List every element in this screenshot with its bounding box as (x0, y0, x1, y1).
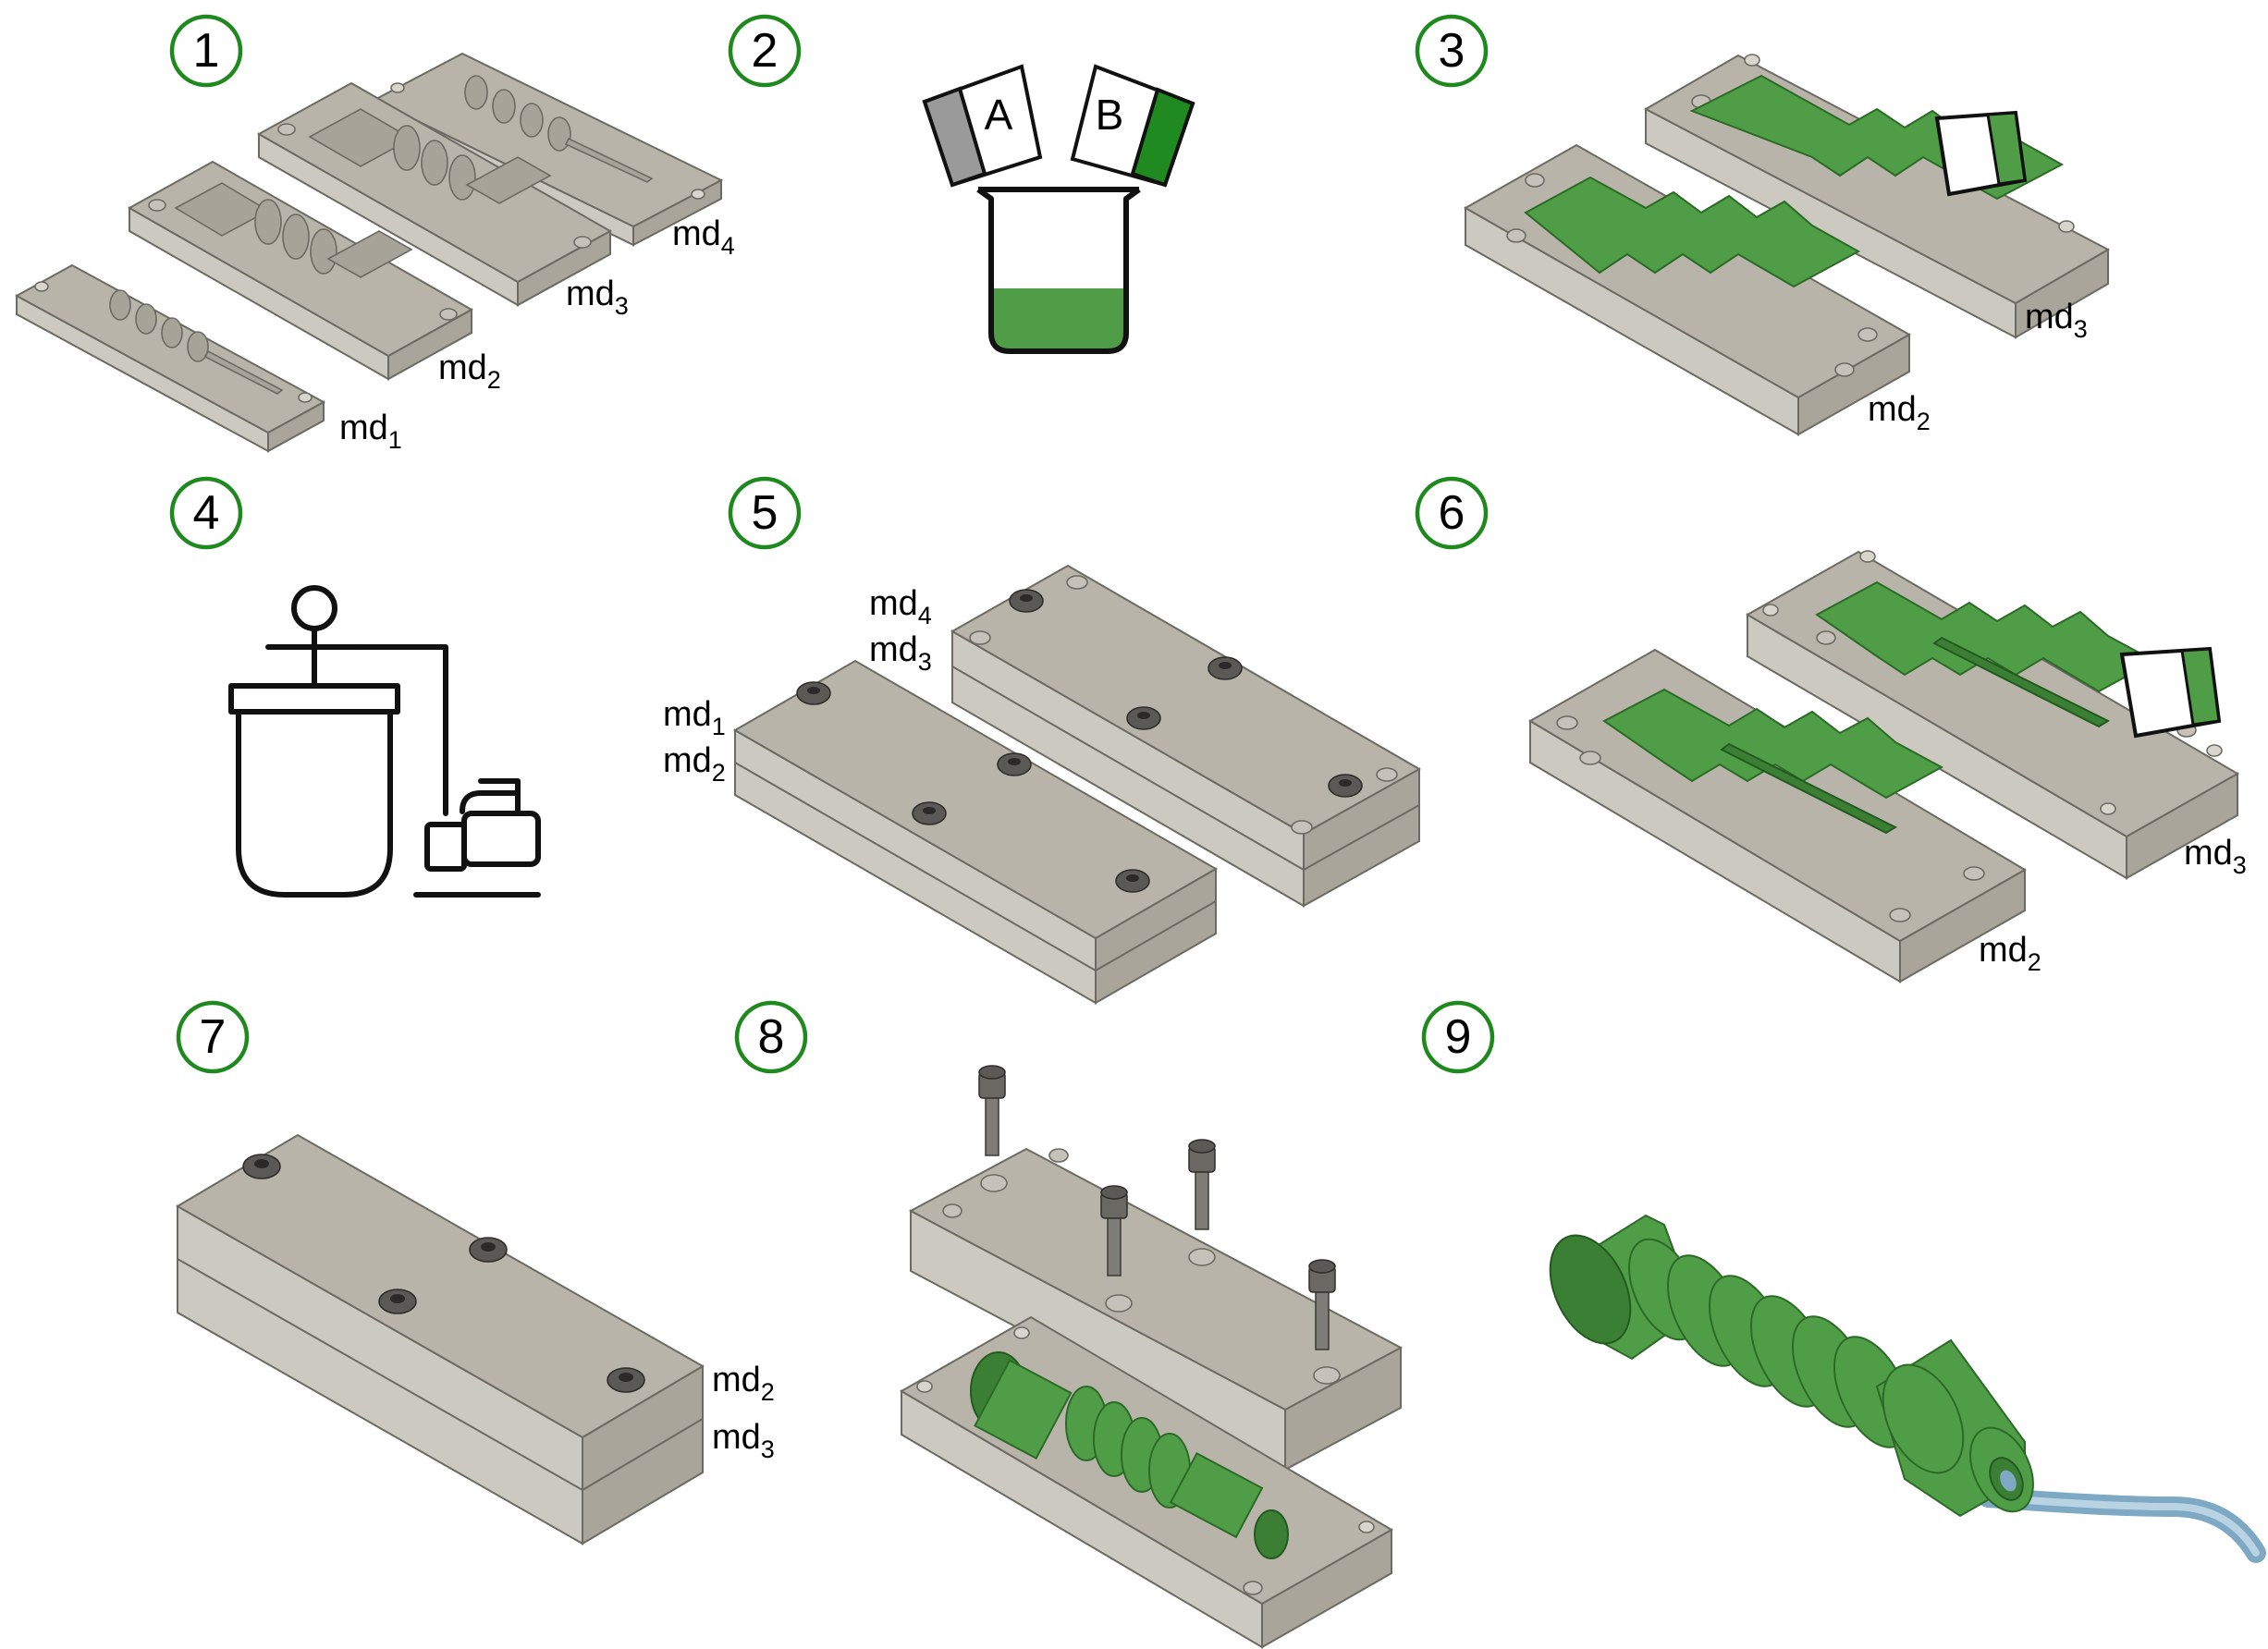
screw-head (1208, 656, 1243, 680)
label-md3: md3 (2184, 834, 2247, 879)
step-badge-7: 7 (176, 1000, 250, 1074)
assemble-molds-icon (732, 564, 1422, 1005)
label-md2: md2 (1979, 931, 2041, 976)
mix-a-b-icon: A B (922, 64, 1195, 354)
step-badge-3: 3 (1415, 14, 1489, 88)
step-badge-1: 1 (169, 14, 243, 88)
label-md4: md4 (672, 214, 735, 260)
mold-md1 (14, 263, 326, 453)
mold-md2-open (1463, 143, 1912, 436)
mold-md2-cured (1528, 648, 2027, 983)
label-md3: md3 (869, 630, 932, 676)
bottom-mold (900, 1315, 1393, 1649)
label-md3: md3 (566, 275, 629, 320)
label-md2: md2 (438, 348, 501, 394)
mold-md2 (127, 160, 474, 381)
mold-parts-icon (14, 52, 724, 453)
svg-text:B: B (1096, 91, 1124, 139)
label-md1: md1 (339, 409, 402, 454)
screw-head (1328, 774, 1363, 798)
screw-head (796, 681, 831, 705)
screw-head (242, 1154, 281, 1179)
screw (1100, 1185, 1128, 1276)
screw-head (607, 1367, 645, 1393)
screw-head (378, 1289, 417, 1314)
cast-actuator (970, 1351, 1289, 1559)
second-pour-icon (1528, 550, 2240, 983)
label-md2: md2 (1868, 390, 1931, 435)
step-badge-8: 8 (734, 1000, 808, 1074)
screw-head (469, 1237, 508, 1263)
label-md2: md2 (712, 1361, 775, 1406)
label-md1: md1 (663, 695, 726, 740)
mold-md3-cured (1745, 550, 2240, 880)
screw (1308, 1259, 1336, 1350)
vacuum-degassing-icon (228, 585, 541, 898)
svg-text:8: 8 (758, 1010, 785, 1064)
closed-mold-icon (176, 1133, 705, 1545)
mold-pair-md3-md4 (950, 564, 1422, 908)
svg-text:2: 2 (752, 24, 778, 78)
step-badge-9: 9 (1421, 1000, 1495, 1074)
screw (1188, 1139, 1216, 1230)
label-md3: md3 (2025, 298, 2088, 343)
svg-text:5: 5 (752, 486, 778, 540)
pour-cup (2119, 646, 2222, 739)
soft-actuator-icon (1549, 1214, 2266, 1563)
svg-text:A: A (985, 91, 1013, 139)
mold-md3 (256, 81, 613, 307)
screw-head (912, 801, 947, 825)
svg-text:7: 7 (200, 1010, 227, 1064)
screw-head (1009, 589, 1044, 613)
svg-text:6: 6 (1439, 486, 1465, 540)
cup-a: A (922, 64, 1043, 188)
pour-cup (1934, 110, 2028, 197)
screw-head (1126, 706, 1161, 730)
step-badge-4: 4 (169, 476, 243, 550)
step-badge-2: 2 (728, 14, 802, 88)
actuator-body (1549, 1214, 2034, 1518)
screw-head (1115, 869, 1150, 893)
pour-silicone-icon (1463, 54, 2111, 436)
svg-text:9: 9 (1445, 1010, 1472, 1064)
beaker (976, 187, 1141, 354)
svg-text:1: 1 (193, 24, 220, 78)
screw (978, 1065, 1006, 1156)
demold-icon (900, 1065, 1404, 1649)
step-badge-5: 5 (728, 476, 802, 550)
top-mold-lifted (908, 1147, 1404, 1472)
label-md3: md3 (712, 1418, 775, 1463)
label-md4: md4 (869, 584, 932, 629)
screw-head (997, 752, 1032, 776)
step-badge-6: 6 (1415, 476, 1489, 550)
svg-text:3: 3 (1439, 24, 1465, 78)
mold-pair-md1-md2 (732, 659, 1219, 1005)
cup-b: B (1070, 64, 1195, 188)
svg-text:4: 4 (193, 486, 220, 540)
label-md2: md2 (663, 741, 726, 787)
